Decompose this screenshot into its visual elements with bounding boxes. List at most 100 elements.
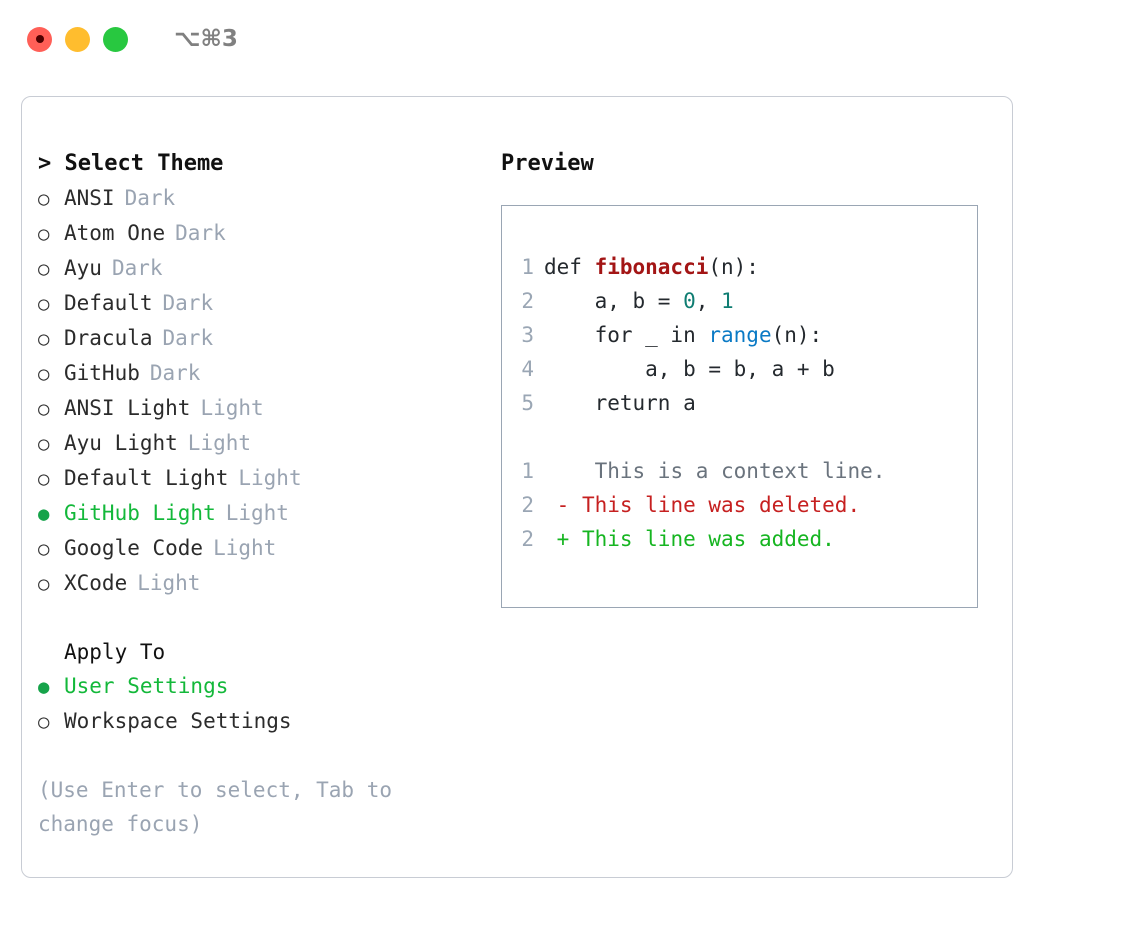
- code-text: a, b = b, a + b: [544, 352, 835, 386]
- theme-variant-badge: Light: [200, 396, 264, 420]
- code-token-plain: (n):: [771, 323, 823, 347]
- select-theme-heading: > Select Theme: [38, 151, 224, 176]
- apply-to-option[interactable]: ○Workspace Settings: [38, 704, 478, 739]
- code-line: 4 a, b = b, a + b: [510, 352, 977, 386]
- theme-list-item[interactable]: ○ Ayu Dark: [38, 251, 478, 286]
- radio-unselected-icon: ○: [38, 328, 50, 350]
- theme-name-label: Google Code: [64, 536, 204, 560]
- theme-name-label: GitHub: [64, 361, 140, 385]
- keyboard-shortcut-label: ⌥⌘3: [174, 26, 238, 52]
- apply-to-heading: Apply To: [64, 640, 166, 664]
- radio-unselected-icon: ○: [38, 293, 50, 315]
- theme-name-label: Default: [64, 291, 153, 315]
- code-token-plain: ,: [695, 289, 722, 313]
- theme-variant-badge: Light: [225, 501, 289, 525]
- line-number: 1: [521, 459, 534, 483]
- theme-name-label: ANSI: [64, 186, 115, 210]
- code-line: 5 return a: [510, 386, 977, 420]
- radio-unselected-icon: ○: [38, 538, 50, 560]
- radio-unselected-icon: ○: [38, 258, 50, 280]
- theme-variant-badge: Light: [137, 571, 201, 595]
- theme-list-item[interactable]: ○ GitHub Dark: [38, 356, 478, 391]
- theme-name-label: ANSI Light: [64, 396, 191, 420]
- theme-name-label: Atom One: [64, 221, 166, 245]
- preview-heading: Preview: [501, 151, 594, 176]
- theme-variant-badge: Dark: [162, 291, 214, 315]
- code-text: return a: [544, 386, 696, 420]
- apply-to-label: User Settings: [64, 674, 229, 698]
- theme-variant-badge: Dark: [124, 186, 176, 210]
- code-token-built: range: [708, 323, 772, 347]
- theme-list-item[interactable]: ○ Default Dark: [38, 286, 478, 321]
- close-icon: [35, 35, 44, 43]
- code-token-plain: a, b = b, a + b: [544, 357, 835, 381]
- radio-selected-icon: ●: [38, 676, 50, 698]
- theme-list-item[interactable]: ○ Ayu Light Light: [38, 426, 478, 461]
- code-token-plain: def: [544, 255, 595, 279]
- theme-name-label: Ayu Light: [64, 431, 178, 455]
- code-line: 3 for _ in range(n):: [510, 318, 977, 352]
- theme-list-item[interactable]: ○ Google Code Light: [38, 531, 478, 566]
- code-diff-separator: [510, 420, 977, 454]
- theme-list-item[interactable]: ● GitHub Light Light: [38, 496, 478, 531]
- theme-list-item[interactable]: ○ Atom One Dark: [38, 216, 478, 251]
- diff-sample: 1 This is a context line. 2 - This line w…: [510, 454, 977, 556]
- radio-unselected-icon: ○: [38, 711, 50, 733]
- line-number: 1: [521, 255, 534, 279]
- theme-variant-badge: Light: [213, 536, 277, 560]
- theme-variant-badge: Light: [238, 466, 302, 490]
- diff-text: This line was deleted.: [569, 493, 861, 517]
- maximize-window-button[interactable]: [103, 26, 128, 52]
- radio-unselected-icon: ○: [38, 188, 50, 210]
- line-number: 2: [521, 527, 534, 551]
- theme-variant-badge: Light: [187, 431, 252, 455]
- line-number: 2: [521, 289, 534, 313]
- code-token-plain: a, b =: [544, 289, 684, 313]
- theme-list-item[interactable]: ○ Dracula Dark: [38, 321, 478, 356]
- minimize-window-button[interactable]: [65, 26, 90, 52]
- line-number: 3: [521, 323, 534, 347]
- theme-name-label: GitHub Light: [64, 501, 216, 525]
- line-number: 5: [521, 391, 534, 415]
- diff-text: This is a context line.: [569, 459, 886, 483]
- line-number: 4: [521, 357, 534, 381]
- diff-line: 1 This is a context line.: [510, 454, 977, 488]
- diff-line: 2 + This line was added.: [510, 522, 977, 556]
- code-text: a, b = 0, 1: [544, 284, 734, 318]
- apply-to-list[interactable]: ● User Settings ○Workspace Settings: [38, 669, 478, 739]
- diff-marker: -: [544, 493, 570, 517]
- diff-marker: [544, 454, 569, 488]
- apply-to-section: Apply To ● User Settings ○Workspace Settin…: [38, 635, 478, 739]
- close-window-button[interactable]: [27, 26, 52, 52]
- code-token-num: 1: [721, 289, 734, 313]
- theme-name-label: Dracula: [64, 326, 153, 350]
- theme-variant-badge: Dark: [149, 361, 201, 385]
- theme-list-item[interactable]: ○ ANSI Dark: [38, 181, 478, 216]
- code-line: 1 def fibonacci(n):: [510, 250, 977, 284]
- code-text: for _ in range(n):: [544, 318, 823, 352]
- theme-variant-badge: Dark: [111, 256, 163, 280]
- apply-to-option[interactable]: ● User Settings: [38, 669, 478, 704]
- theme-variant-badge: Dark: [162, 326, 214, 350]
- code-text: def fibonacci(n):: [544, 250, 759, 284]
- code-token-fn: fibonacci: [594, 255, 709, 279]
- radio-unselected-icon: ○: [38, 433, 50, 455]
- theme-name-label: XCode: [64, 571, 128, 595]
- code-token-plain: (n):: [708, 255, 759, 279]
- theme-name-label: Ayu: [64, 256, 102, 280]
- radio-unselected-icon: ○: [38, 223, 50, 245]
- theme-list-item[interactable]: ○ ANSI Light Light: [38, 391, 478, 426]
- code-token-plain: return a: [544, 391, 696, 415]
- code-token-plain: for _ in: [544, 323, 709, 347]
- radio-unselected-icon: ○: [38, 398, 50, 420]
- radio-unselected-icon: ○: [38, 363, 50, 385]
- theme-variant-badge: Dark: [175, 221, 226, 245]
- radio-selected-icon: ●: [38, 503, 50, 525]
